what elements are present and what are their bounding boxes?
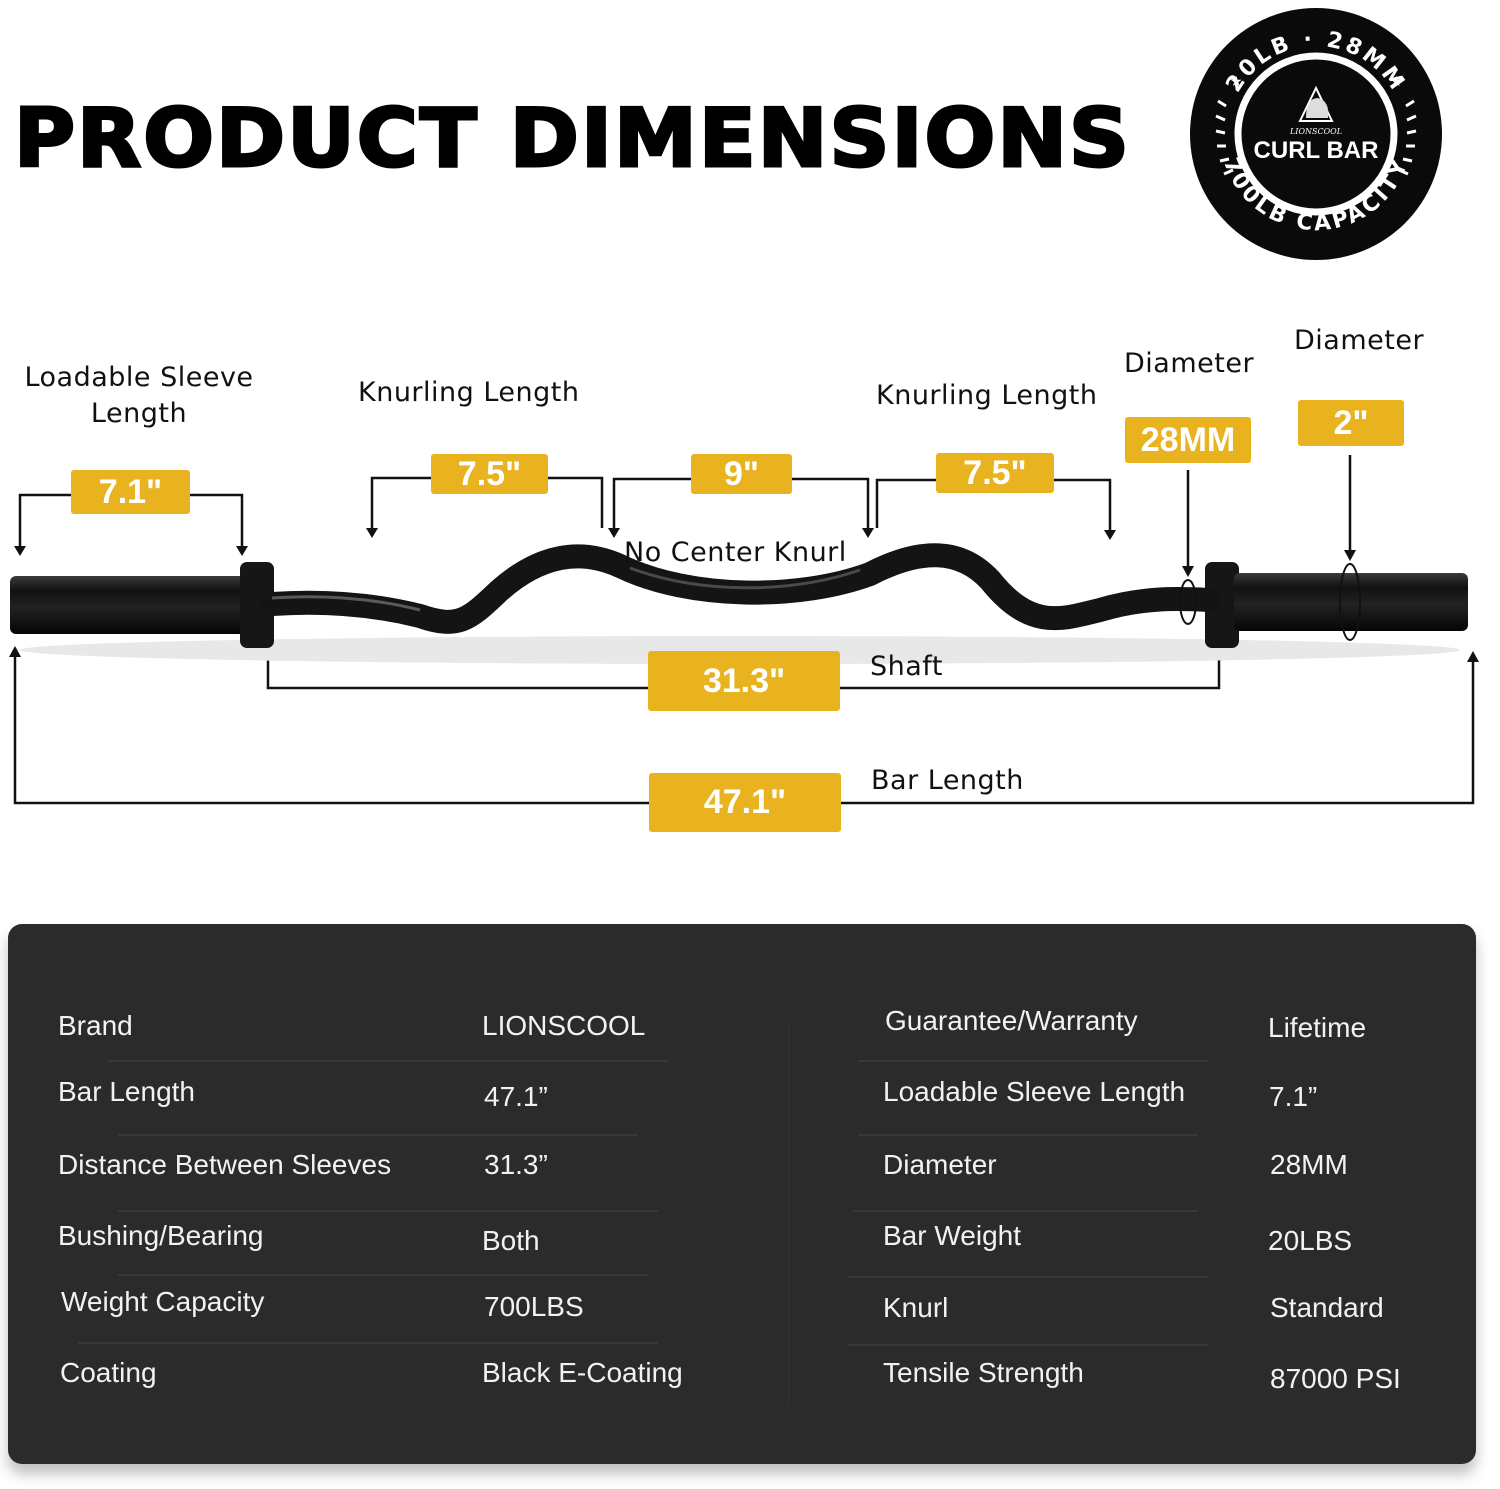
tag-sleeve-length: 7.1": [71, 470, 190, 514]
row-divider: [118, 1210, 658, 1212]
spec-value: LIONSCOOL: [482, 1010, 646, 1041]
spec-value: 700LBS: [484, 1291, 584, 1322]
spec-value: 28MM: [1270, 1149, 1348, 1180]
label-bar-length: Bar Length: [871, 765, 1024, 796]
tag-shaft: 31.3": [648, 651, 840, 711]
page-title: PRODUCT DIMENSIONS: [12, 91, 1132, 187]
row-divider: [858, 1134, 1198, 1136]
spec-key: Tensile Strength: [883, 1357, 1084, 1388]
label-no-center-knurl: No Center Knurl: [624, 537, 847, 568]
spec-value: 7.1”: [1269, 1081, 1318, 1112]
spec-key: Coating: [60, 1357, 157, 1388]
spec-key: Brand: [58, 1010, 133, 1041]
row-divider: [858, 1060, 1208, 1062]
spec-value: Both: [482, 1225, 540, 1256]
row-divider: [108, 1060, 668, 1062]
badge-product: CURL BAR: [1254, 137, 1379, 164]
spec-value: Black E-Coating: [482, 1357, 683, 1388]
tag-center: 9": [691, 454, 792, 494]
column-divider: [788, 1024, 789, 1404]
star-icon: ★: [1230, 73, 1243, 89]
curl-bar-image: [10, 543, 1468, 664]
spec-key: Bar Weight: [883, 1220, 1021, 1251]
spec-value: 20LBS: [1268, 1225, 1353, 1256]
label-shaft: Shaft: [870, 651, 943, 682]
tag-shaft-diameter: 28MM: [1125, 417, 1251, 463]
label-sleeve-line1: Loadable Sleeve: [24, 362, 254, 393]
bar-diagram: [9, 455, 1479, 805]
laurel-icon: [1215, 99, 1417, 176]
spec-key: Distance Between Sleeves: [58, 1149, 392, 1180]
label-sleeve-diameter: Diameter: [1294, 325, 1425, 356]
row-divider: [848, 1344, 1208, 1346]
spec-key: Guarantee/Warranty: [885, 1005, 1138, 1036]
tag-knurling-left: 7.5": [431, 454, 548, 494]
tag-sleeve-diameter: 2": [1298, 400, 1404, 446]
label-knurling-left: Knurling Length: [358, 377, 580, 408]
label-sleeve-line2: Length: [90, 398, 188, 430]
star-icon: ★: [1390, 73, 1403, 89]
spec-table: Brand LIONSCOOL Bar Length 47.1” Distanc…: [8, 924, 1476, 1464]
spec-key: Bar Length: [58, 1076, 195, 1107]
label-knurling-right: Knurling Length: [876, 380, 1098, 411]
label-sleeve-length: Loadable Sleeve Length: [10, 360, 268, 433]
row-divider: [78, 1342, 658, 1344]
lion-logo-icon: [1298, 85, 1334, 122]
spec-value: Lifetime: [1268, 1012, 1367, 1043]
spec-key: Bushing/Bearing: [58, 1220, 264, 1251]
spec-key: Weight Capacity: [61, 1286, 265, 1317]
row-divider: [118, 1274, 648, 1276]
spec-value: 47.1”: [484, 1081, 548, 1112]
label-shaft-diameter: Diameter: [1124, 348, 1255, 379]
row-divider: [853, 1210, 1198, 1212]
spec-key: Loadable Sleeve Length: [883, 1076, 1186, 1107]
spec-key: Knurl: [883, 1292, 949, 1323]
row-divider: [848, 1276, 1208, 1278]
spec-value: Standard: [1270, 1292, 1384, 1323]
tag-bar-length: 47.1": [649, 773, 841, 832]
curl-bar-badge: 20LB · 28MM 700LB CAPACITY ★ ★ LIONSCOOL…: [1188, 6, 1444, 262]
tag-knurling-right: 7.5": [936, 453, 1054, 493]
spec-value: 87000 PSI: [1270, 1363, 1401, 1394]
row-divider: [118, 1134, 638, 1136]
badge-brand: LIONSCOOL: [1289, 127, 1342, 136]
spec-key: Diameter: [883, 1149, 997, 1180]
spec-value: 31.3”: [484, 1149, 548, 1180]
